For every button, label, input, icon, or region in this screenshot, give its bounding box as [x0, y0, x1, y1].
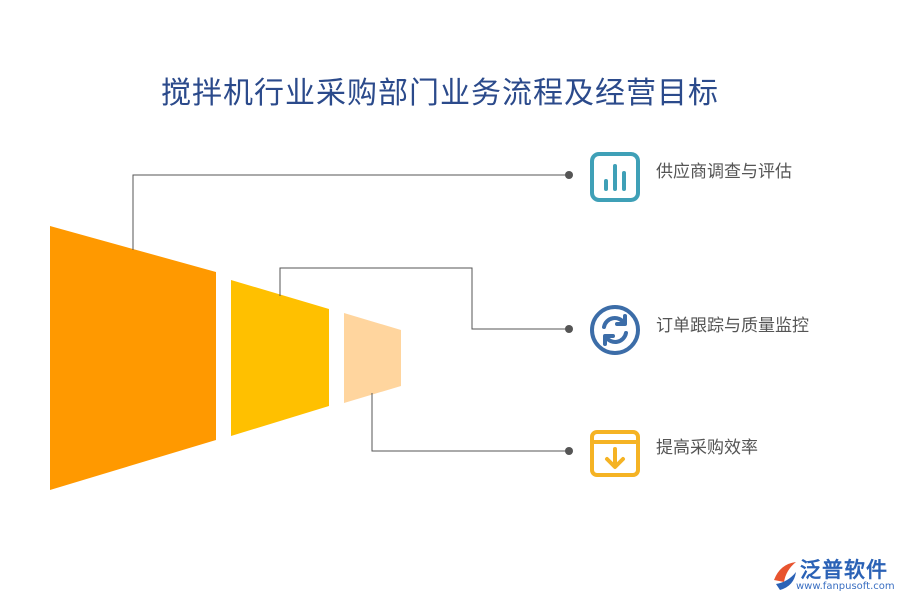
fanpu-logo-icon	[774, 562, 796, 590]
connector-line-3	[371, 393, 569, 452]
logo-url: www.fanpusoft.com	[796, 581, 895, 592]
connector-line-1	[132, 174, 569, 250]
refresh-icon	[590, 305, 640, 355]
item-label-2: 订单跟踪与质量监控	[656, 316, 809, 336]
download-box-icon	[590, 430, 640, 477]
funnel-segment-3	[344, 313, 401, 403]
connector-dot-3	[565, 447, 573, 455]
connector-line-2	[279, 267, 569, 330]
bar-chart-icon	[590, 152, 640, 202]
logo-name: 泛普软件	[800, 558, 888, 582]
connector-dot-2	[565, 325, 573, 333]
item-label-1: 供应商调查与评估	[656, 162, 792, 182]
funnel-segment-2	[231, 280, 329, 436]
page-title: 搅拌机行业采购部门业务流程及经营目标	[161, 76, 719, 111]
item-label-3: 提高采购效率	[656, 438, 758, 458]
funnel-segment-1	[50, 226, 216, 490]
connector-dot-1	[565, 171, 573, 179]
